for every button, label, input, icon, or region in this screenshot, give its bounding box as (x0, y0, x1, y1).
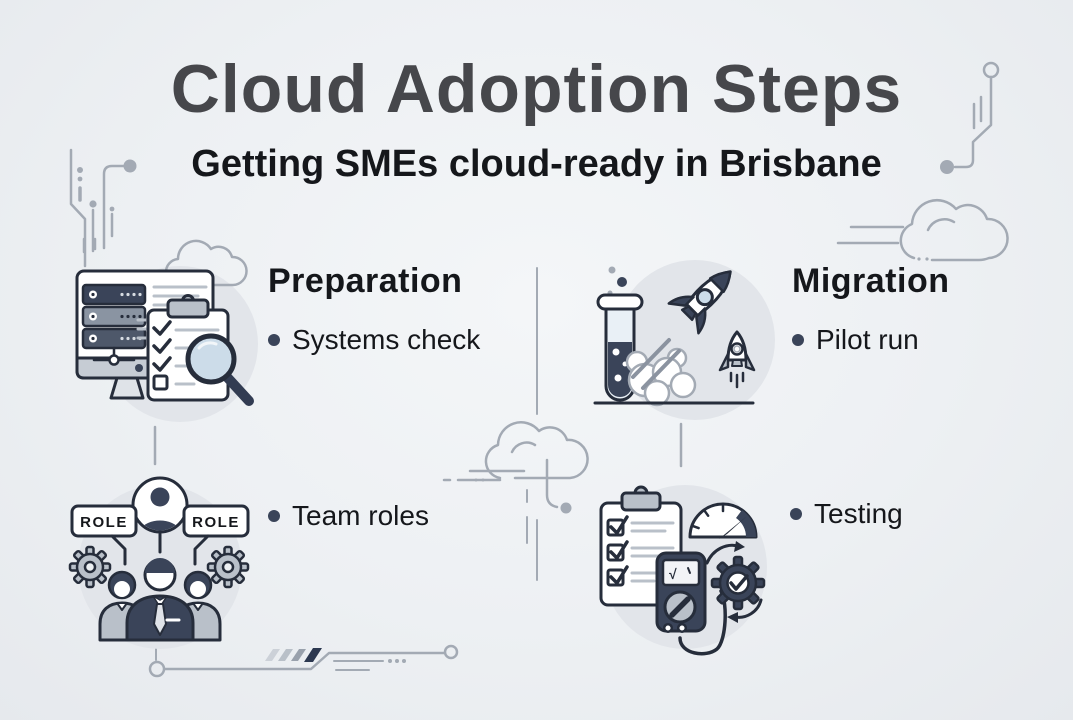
page-title: Cloud Adoption Steps (170, 51, 903, 127)
gear-icon-left (68, 545, 112, 589)
gauge-icon (688, 502, 758, 539)
cloud-icon-center (442, 421, 589, 581)
multimeter-icon: √ (655, 551, 727, 656)
bullet-dot (792, 334, 804, 346)
small-rocket-icon (718, 330, 756, 389)
server-stack-icon (81, 283, 147, 366)
bullet-team-roles: Team roles (268, 500, 429, 532)
testing-illustration: √ (599, 485, 767, 656)
systems-check-illustration (75, 239, 258, 422)
bullet-dot (268, 510, 280, 522)
magnifier-icon (185, 333, 254, 406)
role-bubble-right: ROLE (182, 504, 250, 566)
rocket-launch-illustration (593, 260, 775, 420)
svg-text:ROLE: ROLE (80, 514, 128, 531)
bullet-dot (268, 334, 280, 346)
page-subtitle: Getting SMEs cloud-ready in Brisbane (191, 143, 882, 185)
preparation-heading: Preparation (268, 262, 463, 300)
role-bubble-left: ROLE (70, 504, 138, 566)
bullet-systems-check: Systems check (268, 324, 480, 356)
small-cloud-icon (164, 239, 248, 287)
gear-icon-right (206, 545, 250, 589)
rocket-icon (667, 270, 732, 335)
team-roles-illustration: ROLE ROLE (68, 476, 250, 649)
cloud-icon-top-right (836, 199, 1009, 262)
svg-text:ROLE: ROLE (192, 514, 240, 531)
svg-text:√: √ (669, 566, 677, 582)
team-people-icon (98, 558, 222, 642)
bullet-pilot-run: Pilot run (792, 324, 919, 356)
bullet-testing: Testing (790, 498, 903, 530)
gear-check-icon (705, 541, 766, 623)
migration-heading: Migration (792, 262, 950, 300)
bullet-dot (790, 508, 802, 520)
woman-left (98, 570, 146, 642)
man-center (125, 558, 195, 642)
avatar-icon (131, 476, 189, 554)
test-tube-icon (596, 293, 644, 402)
